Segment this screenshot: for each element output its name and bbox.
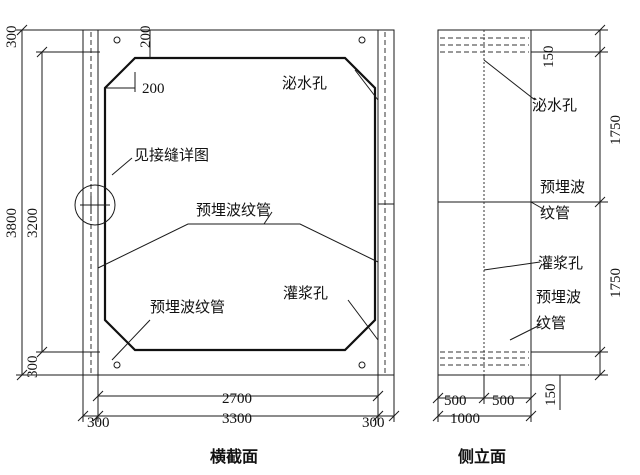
label-grout-hole: 灌浆孔 xyxy=(283,284,328,302)
side-dim-500-right: 500 xyxy=(492,393,515,409)
dim-3800: 3800 xyxy=(4,208,20,238)
side-elevation-title: 侧立面 xyxy=(458,447,506,466)
side-label-duct-1: 预埋波 xyxy=(540,178,585,196)
label-embedded-duct-lower: 预埋波纹管 xyxy=(150,298,225,316)
dim-left-300: 300 xyxy=(87,415,110,431)
hole-bottom-right xyxy=(358,361,366,369)
side-label-drain-hole: 泌水孔 xyxy=(532,96,577,114)
embedded-duct-curve xyxy=(97,223,379,269)
hole-top-left xyxy=(113,36,121,44)
label-joint-detail: 见接缝详图 xyxy=(134,146,209,164)
leader-duct-upper xyxy=(263,211,273,225)
inner-cavity xyxy=(103,56,377,352)
dim-corner-200: 200 xyxy=(142,81,165,97)
dim-top-300: 300 xyxy=(4,26,20,49)
cross-section-view: 300 200 200 3800 3200 300 2700 3300 300 … xyxy=(4,24,400,466)
side-elevation-view: 150 1750 1750 150 500 500 1000 泌水孔 预埋波 纹… xyxy=(432,24,624,466)
leader-drain xyxy=(354,69,379,101)
side-leader-drain xyxy=(483,59,536,101)
side-label-duct-1b: 纹管 xyxy=(540,204,570,222)
leader-duct-lower xyxy=(111,319,151,361)
label-drain-hole: 泌水孔 xyxy=(282,74,327,92)
joint-detail-circle xyxy=(74,184,116,226)
side-dim-500-left: 500 xyxy=(444,393,467,409)
dim-3200: 3200 xyxy=(25,208,41,238)
label-embedded-duct-upper: 预埋波纹管 xyxy=(196,201,271,219)
cross-section-title: 横截面 xyxy=(210,447,258,466)
side-dim-top-150: 150 xyxy=(541,46,557,69)
side-dim-upper-1750: 1750 xyxy=(608,115,624,145)
side-leader-duct2 xyxy=(509,324,541,341)
side-label-duct-2b: 纹管 xyxy=(536,314,566,332)
hole-top-right xyxy=(358,36,366,44)
side-leader-duct1 xyxy=(530,201,546,211)
side-label-duct-2: 预埋波 xyxy=(536,288,581,306)
dim-bottom-300: 300 xyxy=(25,356,41,379)
cross-section-outline xyxy=(82,29,395,376)
dim-2700: 2700 xyxy=(222,391,252,407)
side-dim-lower-1750: 1750 xyxy=(608,268,624,298)
dim-3300: 3300 xyxy=(222,411,252,427)
leader-joint xyxy=(111,157,133,176)
side-dim-bottom-150: 150 xyxy=(543,384,559,407)
side-leader-grout xyxy=(483,261,541,271)
side-label-grout-hole: 灌浆孔 xyxy=(538,254,583,272)
leader-grout xyxy=(347,299,379,341)
hole-bottom-left xyxy=(113,361,121,369)
dim-right-300: 300 xyxy=(362,415,385,431)
dim-top-200: 200 xyxy=(138,26,154,49)
side-dim-1000: 1000 xyxy=(450,411,480,427)
